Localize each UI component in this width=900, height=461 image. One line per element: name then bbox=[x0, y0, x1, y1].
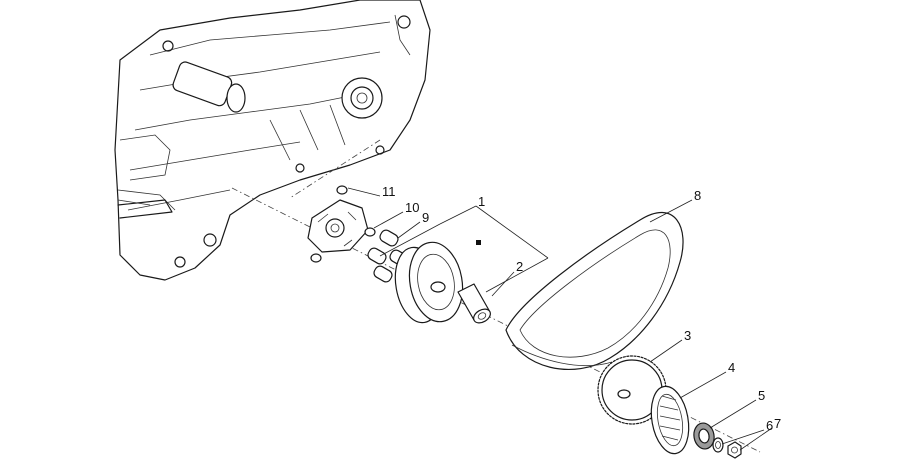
callout-labels: 1 2 3 4 5 6 7 8 9 10 11 bbox=[382, 184, 781, 433]
part-8-drive-belt bbox=[505, 212, 684, 371]
callout-10: 10 bbox=[405, 200, 419, 215]
callout-6: 6 bbox=[766, 418, 773, 433]
callout-2: 2 bbox=[516, 259, 523, 274]
callout-1: 1 bbox=[478, 194, 485, 209]
callout-7: 7 bbox=[774, 416, 781, 431]
part-2-bushing bbox=[457, 283, 491, 324]
part-3-clutch-gear bbox=[597, 355, 667, 425]
part-10-sliders bbox=[364, 227, 376, 237]
callout-4: 4 bbox=[728, 360, 735, 375]
leader-lines bbox=[347, 187, 773, 451]
part-7-nut bbox=[727, 441, 742, 459]
part-6-washer bbox=[712, 437, 724, 453]
callout-11: 11 bbox=[382, 184, 396, 199]
callout-5: 5 bbox=[758, 388, 765, 403]
crankcase-housing bbox=[114, 0, 431, 281]
part-11-ramp-plate bbox=[307, 185, 369, 263]
callout-9: 9 bbox=[422, 210, 429, 225]
part-4-fan-pulley bbox=[650, 385, 690, 455]
callout-8: 8 bbox=[694, 188, 701, 203]
callout-3: 3 bbox=[684, 328, 691, 343]
part-1-variator-pulley bbox=[394, 240, 481, 324]
part-5-bearing bbox=[693, 422, 715, 450]
